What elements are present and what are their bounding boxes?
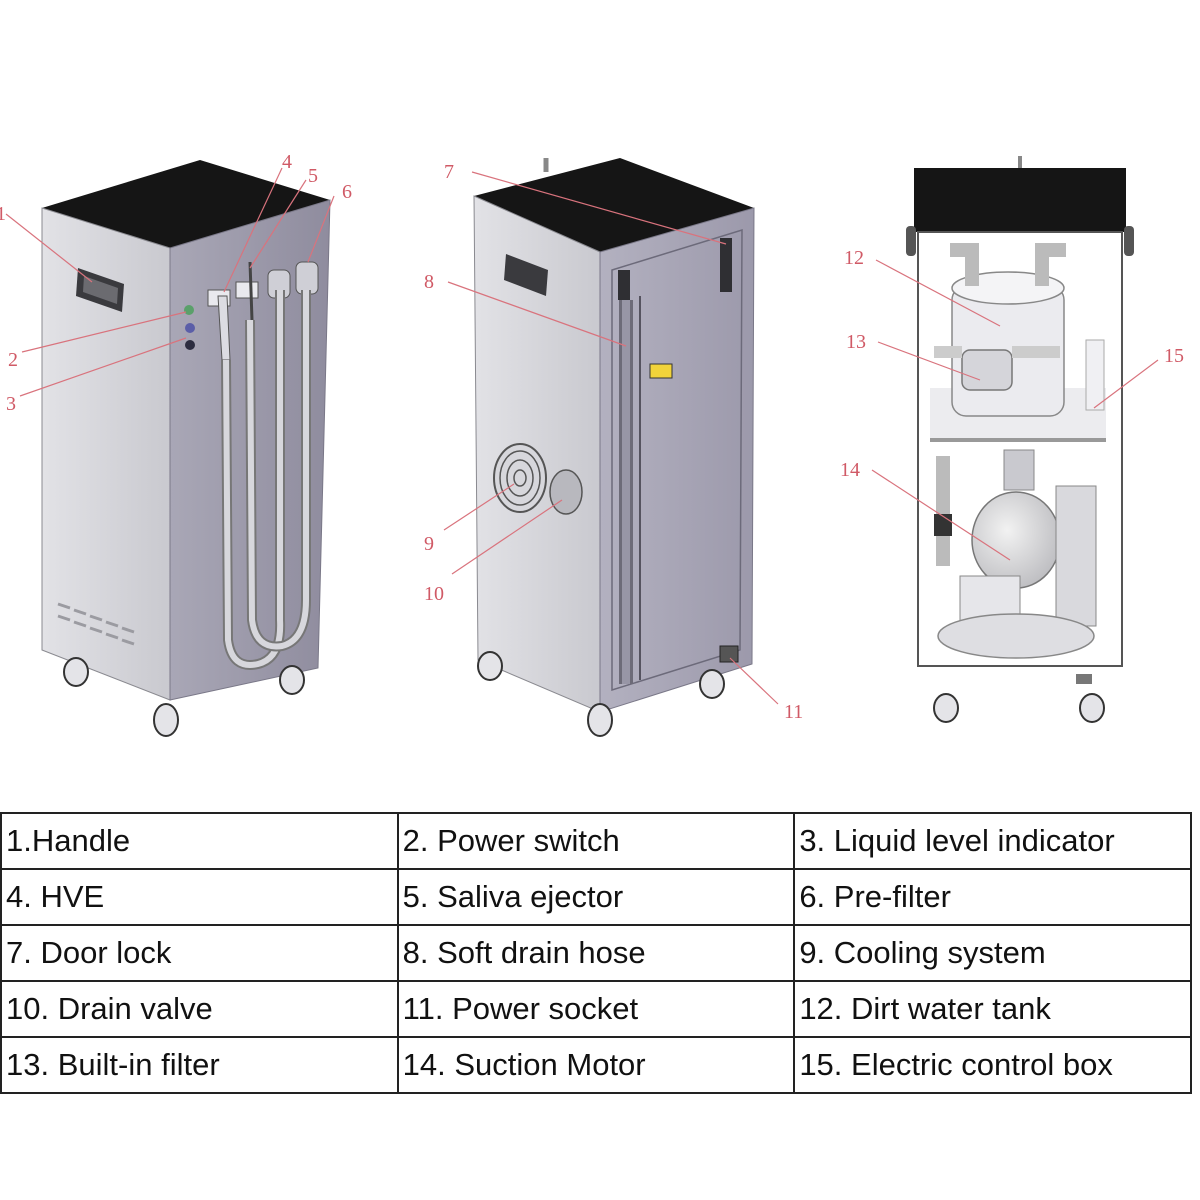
legend-cell: 15. Electric control box: [793, 1036, 1192, 1094]
legend-cell: 9. Cooling system: [793, 924, 1192, 982]
callout-2: 2: [8, 349, 18, 371]
callout-10: 10: [424, 583, 444, 605]
callout-15: 15: [1164, 345, 1184, 367]
legend-cell: 1.Handle: [0, 812, 399, 870]
legend-row: 1.Handle 2. Power switch 3. Liquid level…: [0, 812, 1192, 870]
legend-cell: 5. Saliva ejector: [396, 868, 796, 926]
legend-cell: 3. Liquid level indicator: [793, 812, 1192, 870]
legend-row: 10. Drain valve 11. Power socket 12. Dir…: [0, 980, 1192, 1038]
unit-interior-view: [906, 156, 1134, 723]
legend-row: 4. HVE 5. Saliva ejector 6. Pre-filter: [0, 868, 1192, 926]
callout-13: 13: [846, 331, 866, 353]
callout-numbers: 1 2 3 4 5 6 7 8 9 10 11 12 13 14 15: [0, 151, 1184, 723]
callout-9: 9: [424, 533, 434, 555]
legend-cell: 7. Door lock: [0, 924, 399, 982]
callout-12: 12: [844, 247, 864, 269]
legend-cell: 10. Drain valve: [0, 980, 399, 1038]
unit-front-view: [41, 160, 331, 737]
callout-6: 6: [342, 181, 352, 203]
callout-7: 7: [444, 161, 454, 183]
legend-cell: 6. Pre-filter: [793, 868, 1192, 926]
legend-cell: 8. Soft drain hose: [396, 924, 796, 982]
legend-cell: 14. Suction Motor: [396, 1036, 796, 1094]
callout-5: 5: [308, 165, 318, 187]
legend-cell: 4. HVE: [0, 868, 399, 926]
callout-14: 14: [840, 459, 860, 481]
suction-unit-illustration: 1 2 3 4 5 6 7 8 9 10 11 12 13 14 15: [0, 151, 1184, 737]
callout-3: 3: [6, 393, 16, 415]
legend-cell: 11. Power socket: [396, 980, 796, 1038]
callout-11: 11: [784, 701, 803, 723]
legend-row: 7. Door lock 8. Soft drain hose 9. Cooli…: [0, 924, 1192, 982]
unit-rear-view: [473, 158, 755, 737]
callout-1: 1: [0, 203, 6, 225]
legend-cell: 12. Dirt water tank: [793, 980, 1192, 1038]
callout-8: 8: [424, 271, 434, 293]
leader-lines: [5, 167, 1159, 705]
callout-4: 4: [282, 151, 292, 173]
legend-cell: 2. Power switch: [396, 812, 796, 870]
legend-cell: 13. Built-in filter: [0, 1036, 399, 1094]
legend-row: 13. Built-in filter 14. Suction Motor 15…: [0, 1036, 1192, 1094]
parts-legend-table: 1.Handle 2. Power switch 3. Liquid level…: [0, 812, 1192, 1094]
